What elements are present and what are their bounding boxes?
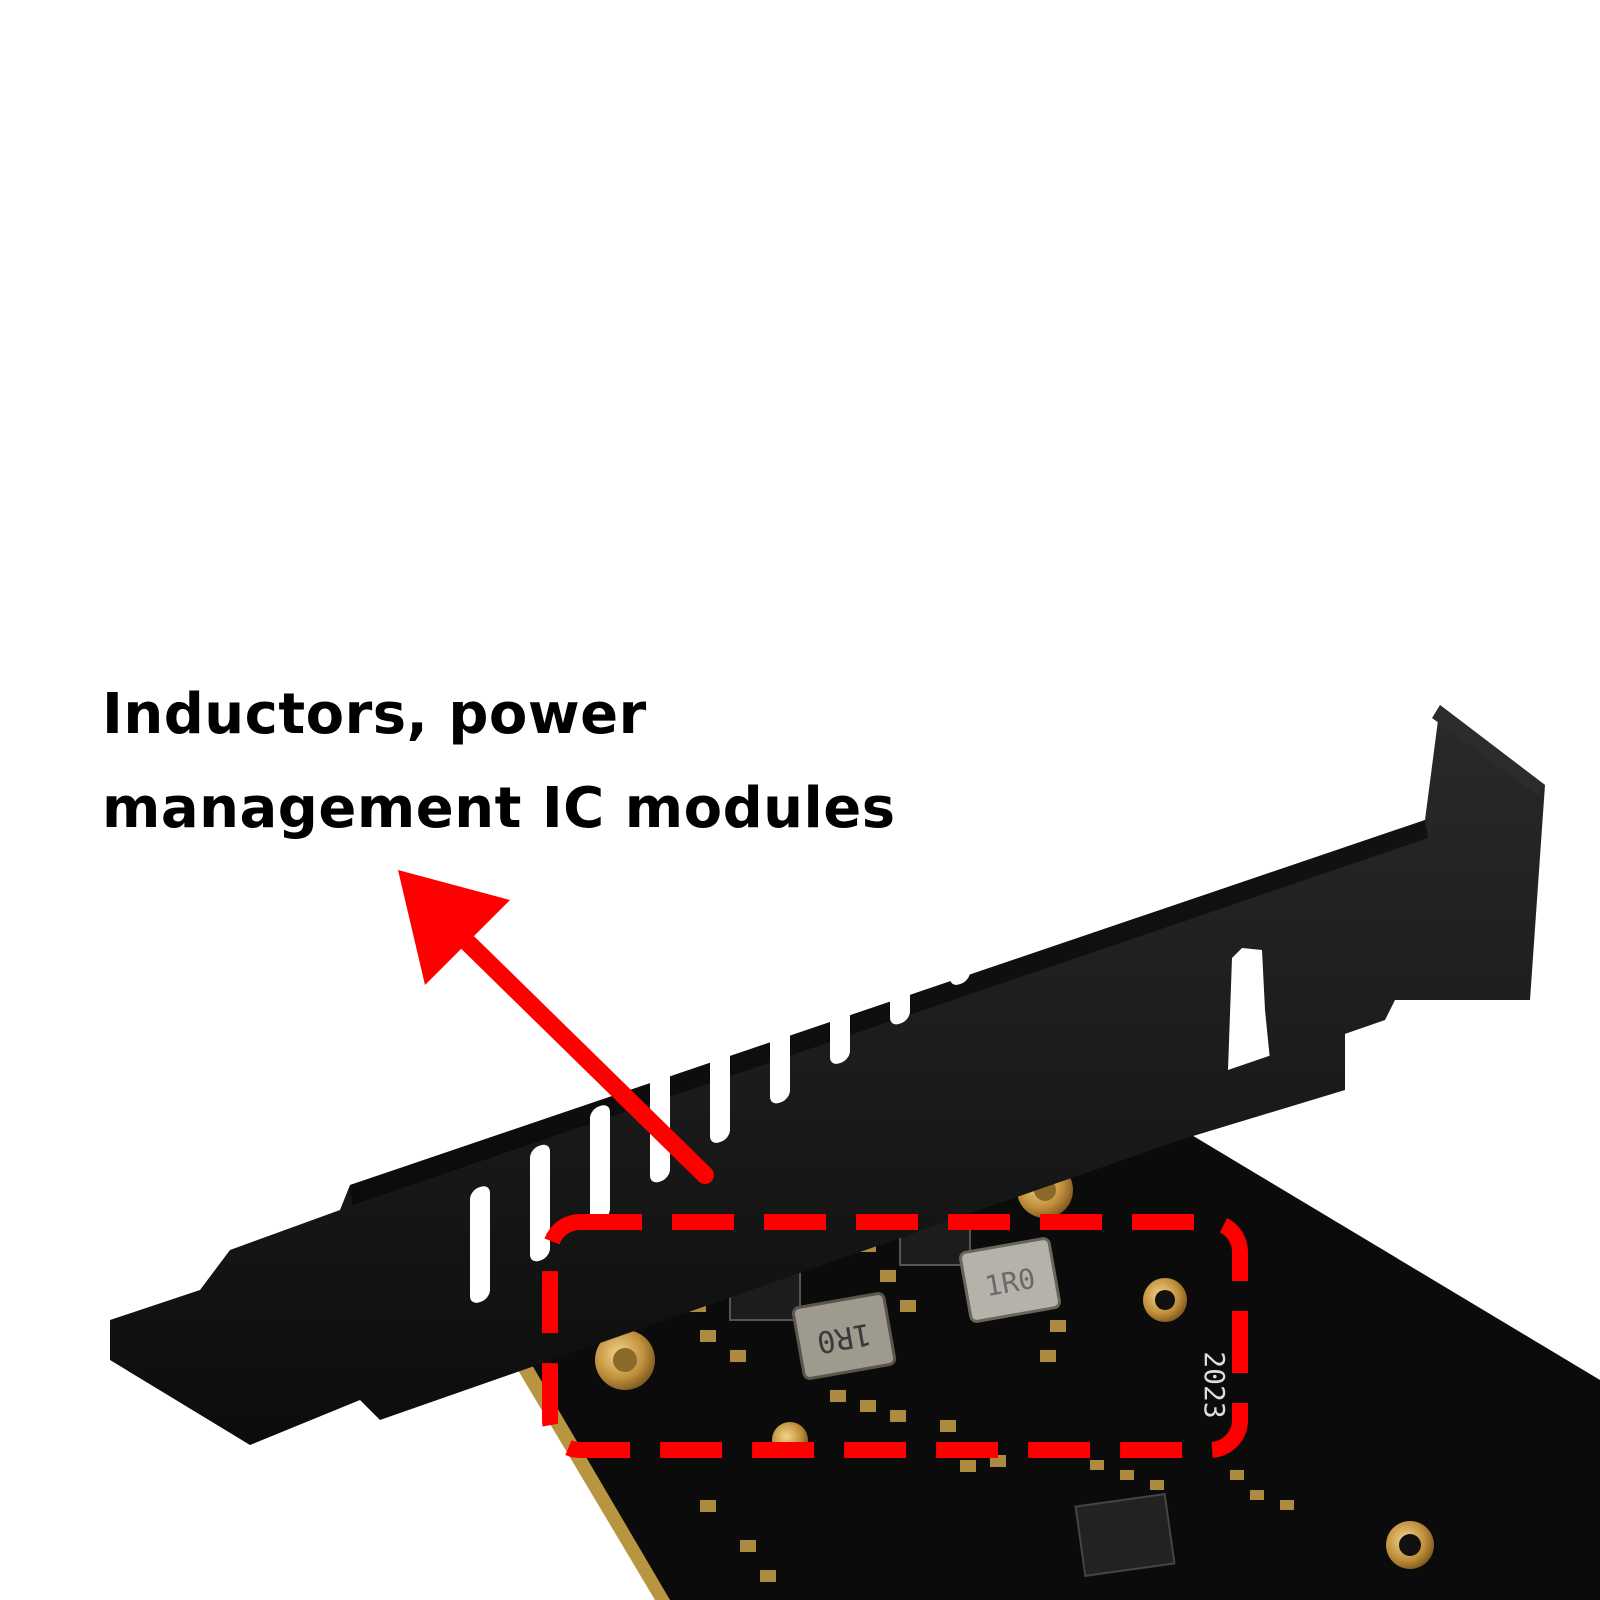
pointer-arrow [398,870,714,1184]
bracket-vent-slots [470,749,1150,1303]
caption-line-1: Inductors, power [102,682,647,747]
year-marking: 2023 [1198,1351,1231,1418]
inductor-left: 1R0 [791,1292,897,1380]
highlight-dashed-box [542,1214,1248,1458]
inductor-right: 1R0 [959,1237,1061,1323]
caption-line-2: management IC modules [102,776,896,841]
annotation-caption: Inductors, power management IC modules [102,668,982,856]
metal-bracket [110,705,1545,1445]
